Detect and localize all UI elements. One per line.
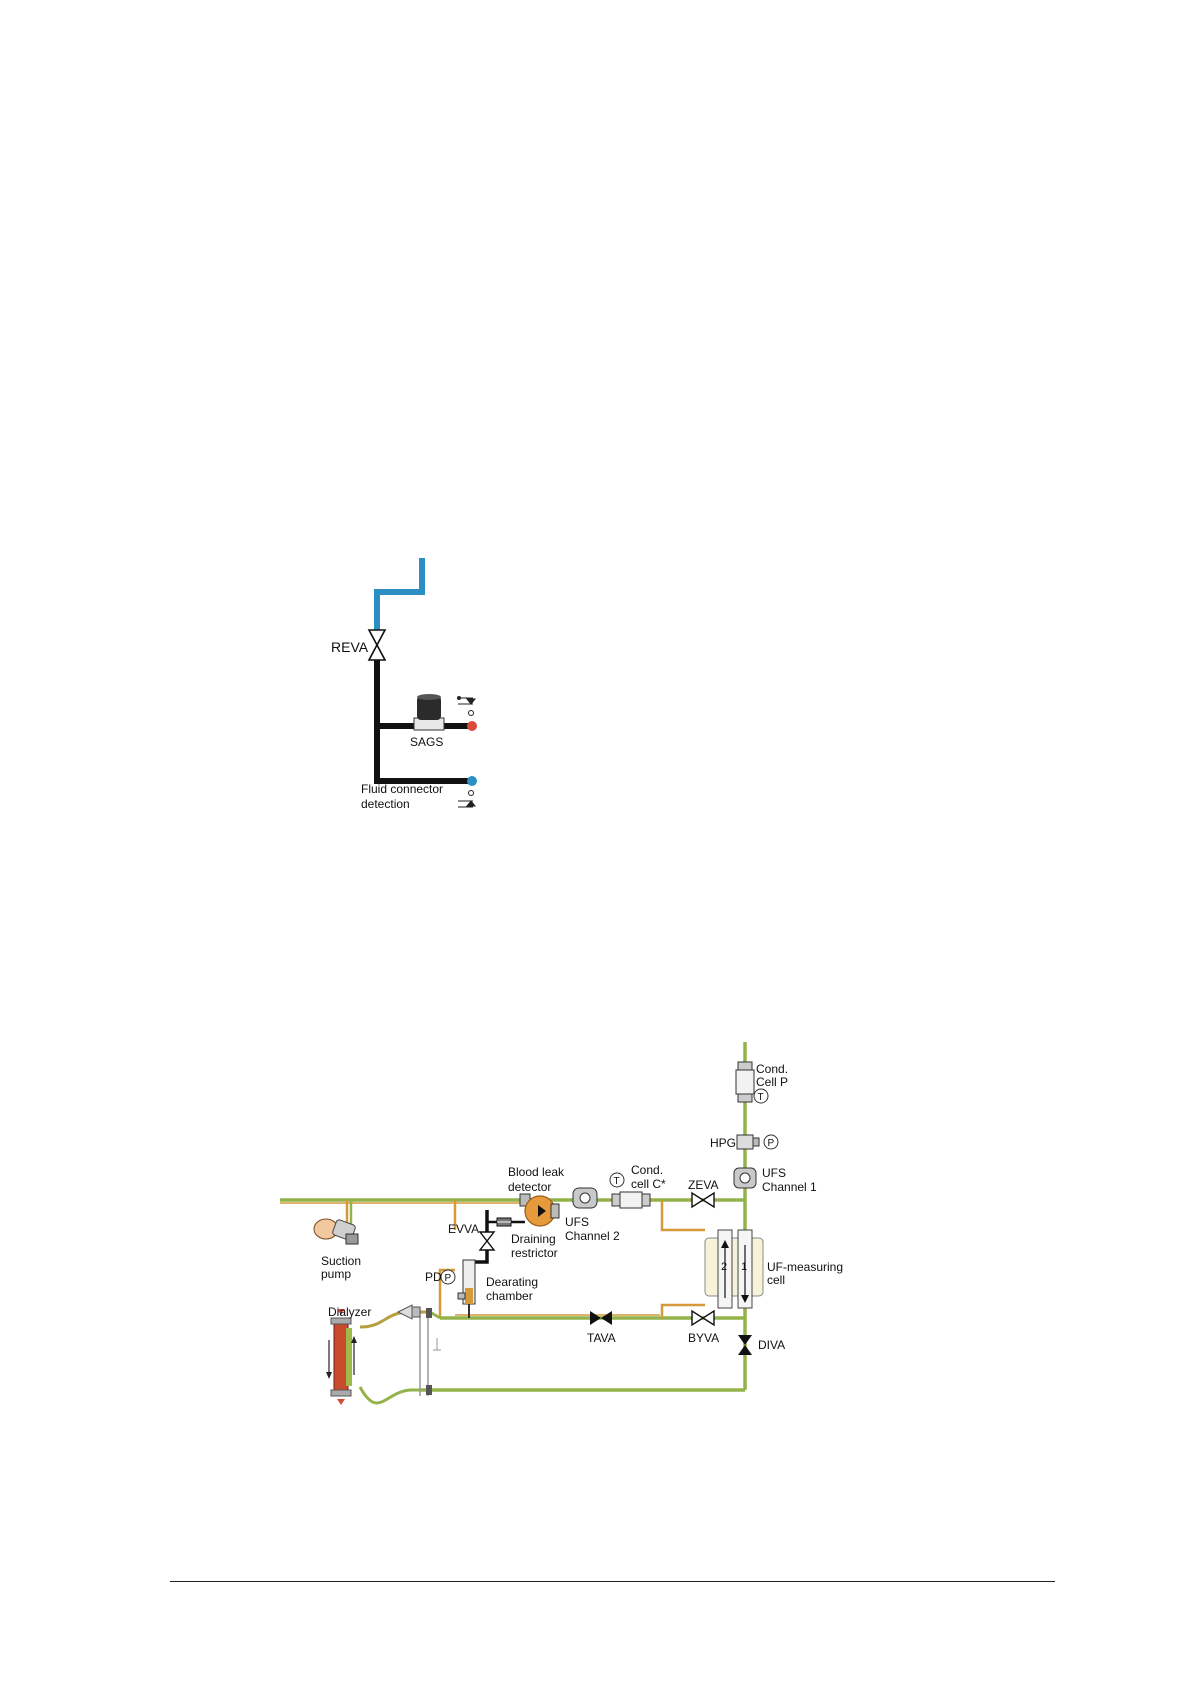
zeva-label: ZEVA <box>688 1178 718 1192</box>
ufs-channel-1-icon <box>734 1168 756 1188</box>
byva-label: BYVA <box>688 1331 719 1345</box>
dialyzer-connector-frame <box>420 1308 441 1396</box>
cond-cell-c-icon <box>612 1192 650 1208</box>
diagram-hydraulic-circuit: T P T <box>280 1042 843 1405</box>
blue-connector-dot <box>467 776 477 786</box>
dialyzer-icon <box>326 1309 357 1405</box>
cond-cell-c-label-1: Cond. <box>631 1163 663 1177</box>
draining-restrictor-icon <box>497 1218 511 1226</box>
diva-label: DIVA <box>758 1338 785 1352</box>
ufs-channel-2-icon <box>573 1188 597 1208</box>
dearating-chamber-label-2: chamber <box>486 1289 533 1303</box>
diva-valve-icon <box>738 1335 752 1355</box>
cond-cell-p-label-2: Cell P <box>756 1075 788 1089</box>
sags-sensor-icon <box>414 694 444 730</box>
fluid-connector-label-line2: detection <box>361 797 410 811</box>
dearating-chamber-label-1: Dearating <box>486 1275 538 1289</box>
diagram-reva-sags: REVA SAGS Fluid connector detection <box>331 558 477 811</box>
hpg-label: HPG <box>710 1136 736 1150</box>
uf-chamber-2-label: 2 <box>721 1261 727 1273</box>
uf-chamber-1-label: 1 <box>741 1261 747 1273</box>
ufs-channel-2-label-1: UFS <box>565 1215 589 1229</box>
switch-symbol-top-icon <box>458 697 476 716</box>
ufs-channel-1-label-1: UFS <box>762 1166 786 1180</box>
draining-restrictor-label-1: Draining <box>511 1232 556 1246</box>
dearating-chamber-icon <box>458 1260 475 1318</box>
uf-measuring-cell-label-1: UF-measuring <box>767 1260 843 1274</box>
evva-valve-icon <box>480 1232 494 1250</box>
uf-measuring-cell-label-2: cell <box>767 1273 785 1287</box>
suction-pump-label-1: Suction <box>321 1254 361 1268</box>
cond-cell-p-label-1: Cond. <box>756 1062 788 1076</box>
tava-label: TAVA <box>587 1331 616 1345</box>
suction-pump-label-2: pump <box>321 1267 351 1281</box>
tava-valve-icon <box>590 1311 612 1325</box>
fluid-connector-label-line1: Fluid connector <box>361 782 443 796</box>
sags-label: SAGS <box>410 735 443 749</box>
footer-rule <box>170 1581 1055 1582</box>
byva-valve-icon <box>692 1311 714 1325</box>
uf-measuring-cell-icon <box>705 1230 763 1308</box>
cond-cell-c-label-2: cell C* <box>631 1177 666 1191</box>
reva-valve-icon <box>369 630 385 660</box>
dialyzer-label: Dialyzer <box>328 1305 371 1319</box>
hpg-pressure-symbol: P <box>768 1138 775 1149</box>
pd-label: PD <box>425 1270 442 1284</box>
ufs-channel-2-label-2: Channel 2 <box>565 1229 620 1243</box>
blood-leak-label-1: Blood leak <box>508 1165 565 1179</box>
draining-restrictor-label-2: restrictor <box>511 1246 558 1260</box>
cond-cell-p-temp-symbol: T <box>758 1092 764 1103</box>
blue-fluid-line <box>377 558 422 630</box>
blood-leak-label-2: detector <box>508 1180 551 1194</box>
red-connector-dot <box>467 721 477 731</box>
cone-connector-icon <box>398 1305 420 1319</box>
cond-cell-p-icon <box>736 1062 754 1102</box>
evva-label: EVVA <box>448 1222 479 1236</box>
hpg-sensor-icon <box>737 1135 759 1149</box>
ufs-channel-1-label-2: Channel 1 <box>762 1180 817 1194</box>
switch-symbol-bottom-icon <box>458 791 475 808</box>
reva-label: REVA <box>331 639 369 655</box>
zeva-valve-icon <box>692 1193 714 1207</box>
pd-pressure-symbol: P <box>445 1273 452 1284</box>
cond-cell-c-temp-symbol: T <box>614 1176 620 1187</box>
